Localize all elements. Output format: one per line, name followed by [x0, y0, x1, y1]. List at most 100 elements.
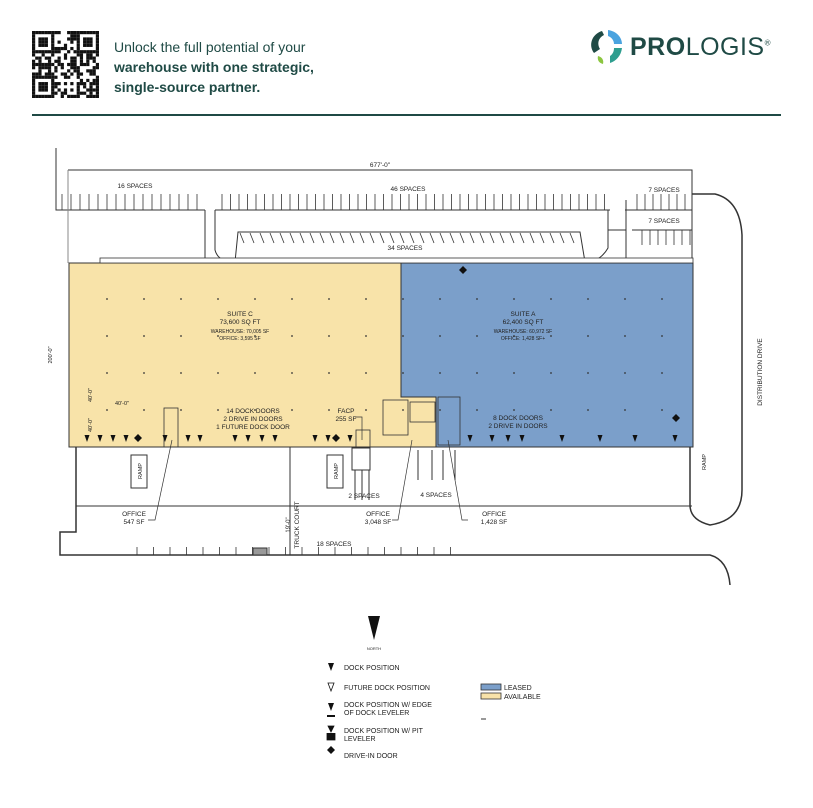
qr-module	[51, 40, 55, 44]
edge-leveler-icon	[327, 703, 335, 717]
qr-module	[63, 56, 68, 60]
parking-island	[214, 210, 609, 263]
qr-module	[70, 88, 74, 92]
qr-module	[76, 53, 80, 57]
column-marker	[661, 409, 663, 411]
tagline-line-3: single-source partner.	[114, 79, 261, 95]
qr-module	[86, 78, 90, 83]
qr-module	[57, 46, 61, 51]
qr-module	[35, 56, 39, 60]
parking-lot-outline	[68, 169, 693, 265]
qr-module	[76, 37, 80, 41]
qr-module	[89, 91, 93, 95]
qr-module	[47, 62, 52, 67]
qr-module	[44, 72, 48, 76]
qr-module	[38, 75, 42, 79]
qr-module	[51, 62, 55, 67]
qr-module	[44, 66, 48, 70]
qr-module	[89, 43, 93, 47]
column-marker	[550, 298, 552, 300]
qr-module	[89, 56, 93, 60]
qr-module	[73, 31, 77, 35]
parking-stall	[289, 232, 295, 244]
office-3048-label: OFFICE	[366, 511, 390, 518]
bay-dimension-vertical: 40'-0"	[88, 418, 94, 432]
qr-module	[86, 43, 90, 47]
column-marker	[402, 372, 404, 374]
suite-a-office: OFFICE: 1,428 SF+	[501, 336, 545, 342]
qr-module	[86, 56, 90, 60]
dock-position-icon	[110, 435, 116, 442]
facp-label: FACP	[338, 408, 355, 415]
qr-module	[76, 50, 80, 54]
qr-module	[32, 88, 36, 92]
qr-module	[44, 43, 48, 47]
column-marker	[439, 298, 441, 300]
parking-stall	[249, 232, 255, 244]
qr-module	[95, 94, 99, 98]
qr-module	[86, 53, 90, 57]
suite-a-area[interactable]	[400, 262, 694, 448]
qr-module	[38, 31, 42, 35]
parking-stall	[419, 232, 425, 244]
parking-stall	[409, 232, 415, 244]
qr-module	[63, 72, 68, 76]
dock-position-icon	[489, 435, 495, 442]
drive-in-door-icon	[332, 434, 340, 442]
suite-c-area-label: 73,600 SQ FT	[220, 319, 261, 326]
qr-module	[70, 31, 74, 35]
qr-module	[60, 66, 64, 70]
column-marker	[328, 409, 330, 411]
ramp-label: RAMP	[334, 463, 340, 479]
parking-stall	[269, 232, 275, 244]
column-marker	[587, 372, 589, 374]
column-marker	[661, 372, 663, 374]
qr-module	[35, 72, 39, 76]
qr-module	[47, 66, 52, 70]
qr-module	[95, 62, 99, 67]
qr-module	[41, 94, 45, 98]
column-marker	[365, 335, 367, 337]
qr-module	[83, 37, 87, 41]
qr-module	[35, 94, 39, 98]
qr-module	[41, 66, 45, 70]
qr-module	[92, 66, 96, 70]
dock-position-icon	[597, 435, 603, 442]
qr-module	[95, 82, 99, 86]
qr-module	[89, 69, 93, 73]
qr-module	[44, 85, 48, 89]
truck-court-label: TRUCK COURT	[294, 501, 301, 548]
column-marker	[513, 335, 515, 337]
qr-code[interactable]	[32, 31, 99, 98]
tagline-line-2: warehouse with one strategic,	[114, 59, 314, 75]
qr-module	[70, 66, 74, 70]
qr-module	[51, 34, 55, 38]
qr-module	[41, 88, 45, 92]
qr-module	[60, 91, 64, 95]
qr-module	[86, 94, 90, 98]
qr-module	[32, 62, 36, 67]
suite-a-name: SUITE A	[511, 311, 537, 318]
parking-stall	[509, 232, 515, 244]
qr-module	[32, 78, 36, 83]
dock-position-icon	[632, 435, 638, 442]
qr-module	[95, 40, 99, 44]
parking-stall	[529, 232, 535, 244]
qr-module	[35, 31, 39, 35]
qr-module	[51, 88, 55, 92]
dock-position-icon	[197, 435, 203, 442]
qr-module	[47, 72, 52, 76]
qr-module	[67, 37, 71, 41]
parking-stall	[499, 232, 505, 244]
qr-module	[92, 59, 96, 63]
column-marker	[143, 409, 145, 411]
parking-stall	[519, 232, 525, 244]
column-marker	[439, 409, 441, 411]
qr-module	[95, 85, 99, 89]
qr-module	[79, 56, 84, 60]
parking-stall	[549, 232, 555, 244]
parking-stall	[279, 232, 285, 244]
parking-stall	[359, 232, 365, 244]
dock-position-icon	[325, 435, 331, 442]
qr-module	[51, 78, 55, 83]
